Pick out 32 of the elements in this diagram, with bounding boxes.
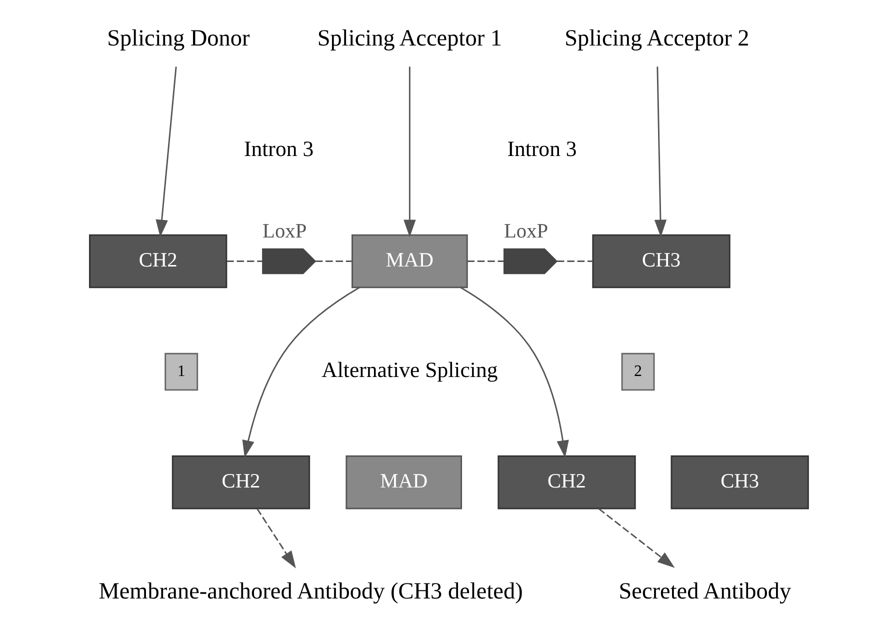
node-box: MAD [345,455,462,510]
arrow [403,66,416,238]
node-text: Splicing Acceptor 1 [316,26,502,52]
node-box: CH3 [592,234,730,288]
arrow [654,66,666,238]
connector [556,260,592,262]
connector [226,260,262,262]
node-label: LoxP [262,220,306,243]
connector [314,260,352,262]
node-text: Splicing Acceptor 2 [564,26,749,52]
connector [466,260,504,262]
node-label: LoxP [503,220,548,243]
node-chevron [262,248,316,274]
arrow [256,508,296,568]
node-box: 1 [164,352,198,391]
node-text: Splicing Donor [106,26,250,52]
node-box: 2 [620,352,654,391]
label: Intron 3 [243,136,314,161]
node-box: CH2 [171,455,310,510]
node-box: CH3 [670,455,808,510]
arrow [598,508,674,568]
arrow [460,286,568,458]
arrow [242,286,360,458]
node-text: Membrane-anchored Antibody (CH3 deleted) [98,578,522,604]
arrow [155,66,176,238]
node-chevron [503,248,558,274]
label: Alternative Splicing [321,358,498,382]
label: Intron 3 [506,136,576,161]
node-text: Secreted Antibody [618,578,791,604]
node-box: CH2 [88,234,227,288]
node-box: CH2 [497,455,636,510]
node-box: MAD [351,234,468,288]
